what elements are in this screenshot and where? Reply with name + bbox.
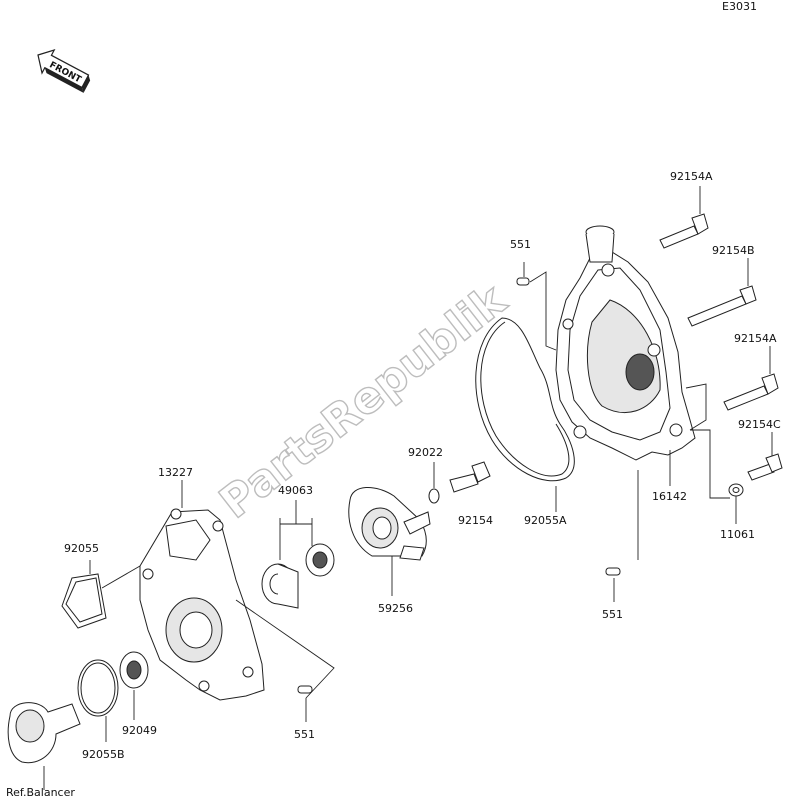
bolt-92154A-mid bbox=[723, 346, 779, 411]
front-arrow-icon: FRONT bbox=[37, 49, 91, 93]
washer-11061 bbox=[690, 429, 744, 524]
label-92154C: 92154C bbox=[738, 418, 781, 431]
bolt-92154A-top bbox=[659, 186, 709, 249]
label-92154A-top: 92154A bbox=[670, 170, 713, 183]
label-92154A-mid: 92154A bbox=[734, 332, 777, 345]
label-16142: 16142 bbox=[652, 490, 687, 503]
label-13227: 13227 bbox=[158, 466, 193, 479]
label-92154B: 92154B bbox=[712, 244, 755, 257]
bolt-92154 bbox=[449, 461, 491, 493]
label-ref-balancer: Ref.Balancer bbox=[6, 786, 75, 799]
label-49063: 49063 bbox=[278, 484, 313, 497]
impeller-part bbox=[348, 487, 431, 561]
seal-49063 bbox=[261, 500, 335, 609]
dowel-pin-top bbox=[516, 262, 557, 351]
dowel-pin-bottom-left bbox=[235, 599, 335, 722]
label-92154: 92154 bbox=[458, 514, 493, 527]
o-ring-92055B bbox=[77, 659, 119, 742]
dowel-pin-bottom-right bbox=[605, 567, 621, 602]
pump-cover-part bbox=[555, 225, 696, 461]
label-92055B: 92055B bbox=[82, 748, 125, 761]
label-551-top: 551 bbox=[510, 238, 531, 251]
gasket-92055A bbox=[475, 317, 575, 512]
bolt-92154B bbox=[687, 258, 757, 327]
leaders-16142 bbox=[637, 383, 707, 560]
washer-92022 bbox=[428, 462, 440, 504]
bolt-92154C bbox=[747, 432, 783, 481]
label-551-bottom-right: 551 bbox=[602, 608, 623, 621]
label-92022: 92022 bbox=[408, 446, 443, 459]
label-11061: 11061 bbox=[720, 528, 755, 541]
gasket-92055 bbox=[61, 560, 141, 629]
balancer-shaft bbox=[7, 702, 81, 790]
label-92055: 92055 bbox=[64, 542, 99, 555]
seal-92049 bbox=[119, 651, 149, 720]
label-92055A: 92055A bbox=[524, 514, 567, 527]
label-59256: 59256 bbox=[378, 602, 413, 615]
label-551-bottom-left: 551 bbox=[294, 728, 315, 741]
diagram-code: E3031 bbox=[722, 0, 757, 13]
pump-housing-13227 bbox=[139, 480, 265, 701]
label-92049: 92049 bbox=[122, 724, 157, 737]
